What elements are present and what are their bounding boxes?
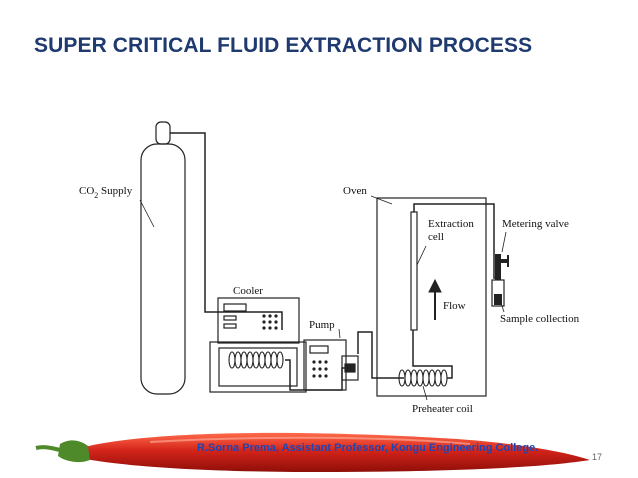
- pump-head: [341, 355, 359, 381]
- flow-arrow: [428, 278, 442, 320]
- flow-label: Flow: [443, 300, 466, 312]
- pump-keypad: [312, 360, 328, 378]
- sfe-process-diagram: CO2 Supply Cooler Pump Oven Extraction c…: [74, 84, 602, 430]
- preheater-to-cell-line: [412, 330, 453, 379]
- preheater-coil-label: Preheater coil: [412, 403, 473, 415]
- cooler-label: Cooler: [233, 285, 263, 297]
- co2-supply-label: CO2 Supply: [79, 185, 133, 200]
- co2-feed-line: [170, 132, 283, 330]
- metering-valve-label: Metering valve: [502, 218, 569, 230]
- extraction-cell: [410, 211, 418, 331]
- footer-credit: R.Sorna Prema, Assistant Professor, Kong…: [197, 442, 539, 454]
- preheater-coil: [398, 369, 448, 387]
- cooler-unit: [209, 297, 307, 393]
- metering-valve: [495, 254, 509, 280]
- pump-label: Pump: [309, 319, 335, 331]
- cooler-keypad: [262, 314, 278, 330]
- cooler-coil: [228, 351, 284, 369]
- leader-lines: [139, 195, 507, 401]
- sample-collection-label: Sample collection: [500, 313, 580, 325]
- extraction-cell-label-line2: cell: [428, 231, 444, 243]
- oven-box: [376, 197, 487, 397]
- slide-title: SUPER CRITICAL FLUID EXTRACTION PROCESS: [34, 34, 533, 57]
- chili-pepper-decoration: [35, 432, 590, 472]
- extraction-cell-label-line1: Extraction: [428, 218, 474, 230]
- sample-collection-vial: [491, 279, 505, 307]
- oven-label: Oven: [343, 185, 367, 197]
- pump-to-oven-line: [357, 331, 404, 379]
- page-number: 17: [592, 452, 603, 462]
